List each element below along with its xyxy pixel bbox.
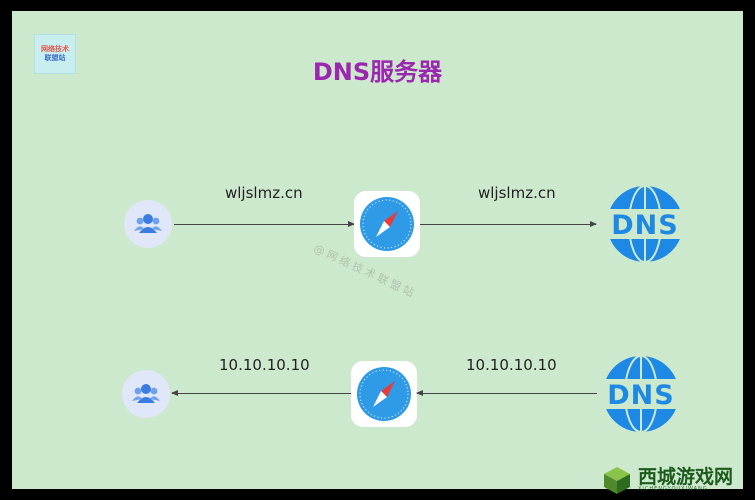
row1-left-label: wljslmz.cn xyxy=(225,184,303,202)
svg-text:DNS: DNS xyxy=(611,210,678,241)
row1-arrow-left xyxy=(174,221,355,227)
badge-subtitle: XICHENGYOUXIWANG xyxy=(638,486,708,492)
users-icon xyxy=(124,200,172,248)
row2-left-label: 10.10.10.10 xyxy=(219,356,310,374)
badge-title: 西城游戏网 xyxy=(638,466,734,488)
site-logo: 网络技术 联盟站 xyxy=(34,34,76,74)
users-icon xyxy=(122,370,170,418)
row2-arrow-right xyxy=(416,390,597,396)
svg-text:DNS: DNS xyxy=(607,380,674,411)
dns-icon: DNS xyxy=(604,185,686,263)
dns-icon: DNS xyxy=(600,355,682,433)
row2-arrow-left xyxy=(171,390,352,396)
safari-icon xyxy=(351,361,417,427)
row2-right-label: 10.10.10.10 xyxy=(466,356,557,374)
row1-arrow-right xyxy=(420,221,597,227)
cube-logo-icon xyxy=(604,467,630,494)
logo-line-1: 网络技术 xyxy=(41,45,69,53)
site-badge: 西城游戏网 XICHENGYOUXIWANG xyxy=(602,463,752,497)
safari-icon xyxy=(354,191,420,257)
logo-line-2: 联盟站 xyxy=(44,54,66,62)
diagram-title: DNS服务器 xyxy=(312,58,443,86)
row1-right-label: wljslmz.cn xyxy=(478,184,556,202)
